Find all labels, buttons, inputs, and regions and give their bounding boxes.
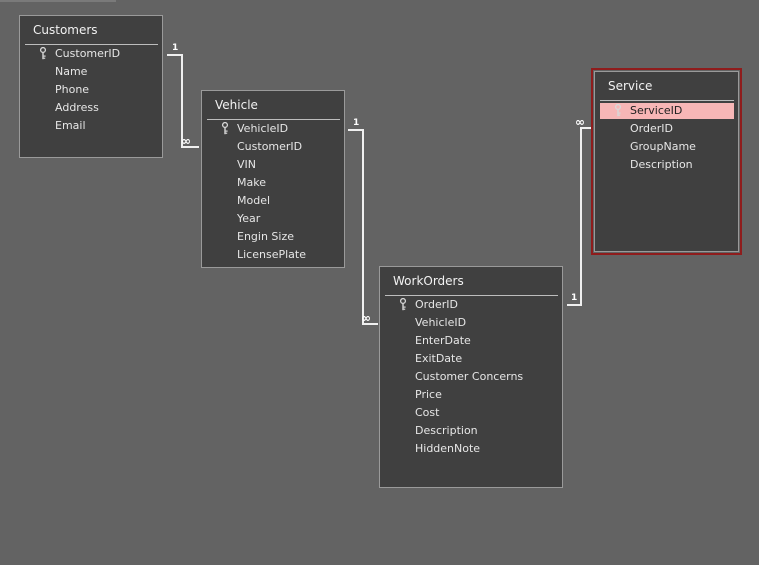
rel-line-segment bbox=[567, 304, 582, 306]
field-name: Description bbox=[630, 158, 693, 171]
field-name: Model bbox=[237, 194, 271, 207]
field-name: Name bbox=[55, 65, 88, 78]
field-name: ExitDate bbox=[415, 352, 463, 365]
cardinality-one-label: 1 bbox=[571, 293, 578, 303]
table-title: Vehicle bbox=[215, 98, 258, 112]
field-name: HiddenNote bbox=[415, 442, 481, 455]
field-row[interactable]: VIN bbox=[207, 157, 340, 173]
field-row[interactable]: Model bbox=[207, 193, 340, 209]
primary-key-icon bbox=[39, 46, 47, 60]
field-name: VehicleID bbox=[237, 122, 289, 135]
cardinality-one-label: 1 bbox=[172, 43, 179, 53]
field-row[interactable]: Make bbox=[207, 175, 340, 191]
field-name: Price bbox=[415, 388, 442, 401]
field-name: Customer Concerns bbox=[415, 370, 524, 383]
cardinality-one-label: 1 bbox=[353, 118, 360, 128]
rel-line-segment bbox=[167, 54, 182, 56]
field-row[interactable]: ServiceID bbox=[600, 103, 734, 119]
field-row[interactable]: Email bbox=[25, 118, 158, 134]
field-row[interactable]: VehicleID bbox=[207, 121, 340, 137]
field-name: Cost bbox=[415, 406, 440, 419]
primary-key-icon bbox=[614, 103, 622, 117]
field-name: Year bbox=[237, 212, 261, 225]
title-divider bbox=[600, 100, 734, 101]
field-name: Engin Size bbox=[237, 230, 295, 243]
field-row[interactable]: Address bbox=[25, 100, 158, 116]
field-row[interactable]: OrderID bbox=[385, 297, 558, 313]
field-row[interactable]: Cost bbox=[385, 405, 558, 421]
field-name: Phone bbox=[55, 83, 90, 96]
selection-frame bbox=[591, 68, 742, 255]
field-row[interactable]: Customer Concerns bbox=[385, 369, 558, 385]
rel-line-segment bbox=[580, 127, 593, 129]
cardinality-many-label: ∞ bbox=[181, 134, 191, 148]
field-name: OrderID bbox=[415, 298, 458, 311]
rel-line-segment bbox=[362, 129, 364, 325]
field-name: Address bbox=[55, 101, 99, 114]
canvas-top-strip bbox=[0, 0, 116, 2]
field-row[interactable]: VehicleID bbox=[385, 315, 558, 331]
cardinality-many-label: ∞ bbox=[361, 311, 371, 325]
field-name: LicensePlate bbox=[237, 248, 306, 261]
field-row[interactable]: LicensePlate bbox=[207, 247, 340, 263]
rel-line-segment bbox=[181, 146, 199, 148]
field-row[interactable]: HiddenNote bbox=[385, 441, 558, 457]
field-row[interactable]: GroupName bbox=[600, 139, 734, 155]
field-name: Description bbox=[415, 424, 478, 437]
field-name: CustomerID bbox=[55, 47, 121, 60]
field-row[interactable]: CustomerID bbox=[25, 46, 158, 62]
field-row[interactable]: Name bbox=[25, 64, 158, 80]
field-name: ServiceID bbox=[630, 104, 683, 117]
field-row[interactable]: ExitDate bbox=[385, 351, 558, 367]
field-row[interactable]: Engin Size bbox=[207, 229, 340, 245]
field-row[interactable]: OrderID bbox=[600, 121, 734, 137]
field-name: CustomerID bbox=[237, 140, 303, 153]
field-row[interactable]: Price bbox=[385, 387, 558, 403]
field-name: OrderID bbox=[630, 122, 673, 135]
table-title: Customers bbox=[33, 23, 98, 37]
rel-line-segment bbox=[362, 323, 378, 325]
field-row[interactable]: CustomerID bbox=[207, 139, 340, 155]
field-row[interactable]: EnterDate bbox=[385, 333, 558, 349]
table-title: WorkOrders bbox=[393, 274, 464, 288]
field-row[interactable]: Description bbox=[385, 423, 558, 439]
field-name: VIN bbox=[237, 158, 256, 171]
title-divider bbox=[385, 295, 558, 296]
field-row[interactable]: Phone bbox=[25, 82, 158, 98]
title-divider bbox=[25, 44, 158, 45]
cardinality-many-label: ∞ bbox=[575, 115, 585, 129]
field-name: Make bbox=[237, 176, 266, 189]
field-name: VehicleID bbox=[415, 316, 467, 329]
field-row[interactable]: Year bbox=[207, 211, 340, 227]
rel-line-segment bbox=[580, 127, 582, 306]
rel-line-segment bbox=[348, 129, 363, 131]
field-row[interactable]: Description bbox=[600, 157, 734, 173]
table-title: Service bbox=[608, 79, 653, 93]
field-name: Email bbox=[55, 119, 86, 132]
primary-key-icon bbox=[399, 297, 407, 311]
primary-key-icon bbox=[221, 121, 229, 135]
field-name: GroupName bbox=[630, 140, 696, 153]
title-divider bbox=[207, 119, 340, 120]
rel-line-segment bbox=[181, 54, 183, 148]
field-name: EnterDate bbox=[415, 334, 471, 347]
